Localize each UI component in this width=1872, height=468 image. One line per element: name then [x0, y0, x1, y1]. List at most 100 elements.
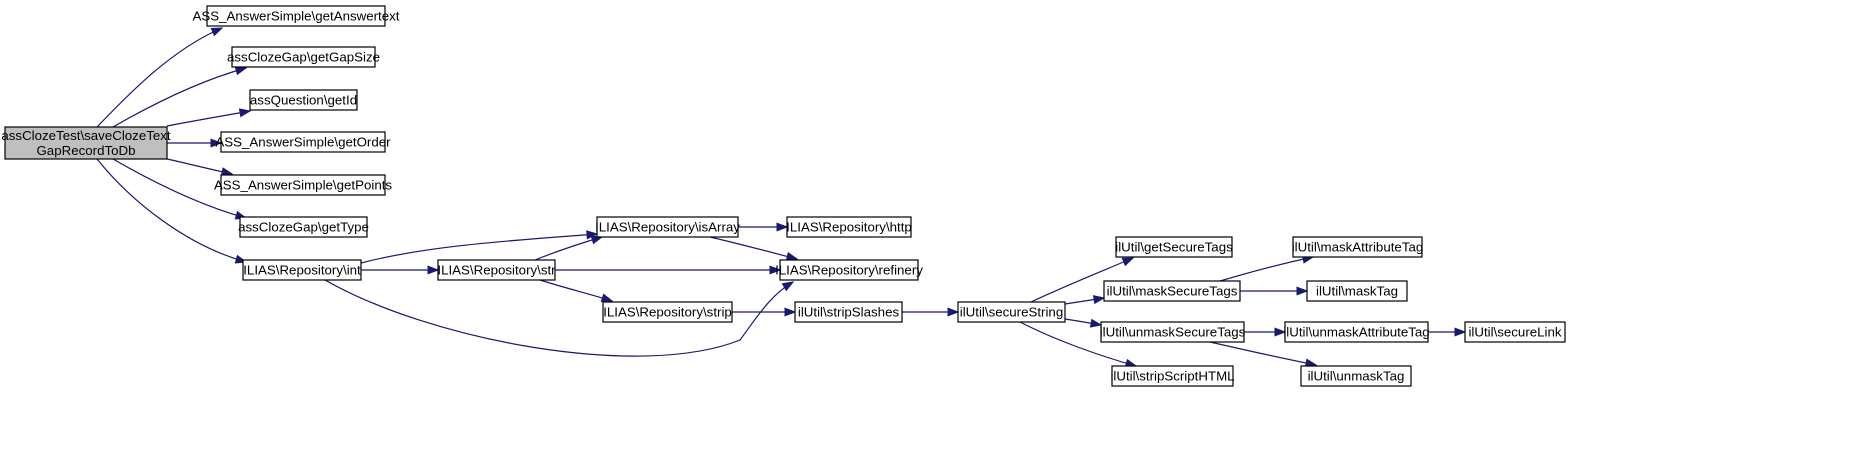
edge-isArray-to-refinery: [709, 236, 799, 261]
node-box: [1100, 321, 1245, 343]
edge-str-to-refinery: [555, 265, 782, 275]
call-nodes: assClozeTest\saveClozeTextGapRecordToDbA…: [1, 5, 1566, 387]
node-box: [231, 46, 376, 68]
node-label: ilUtil\stripSlashes: [798, 305, 900, 320]
node-box: [206, 5, 386, 27]
node-label: ILIAS\Repository\refinery: [775, 263, 923, 278]
node-label: ILIAS\Repository\http: [786, 220, 912, 235]
edge-str-to-isArray: [534, 235, 604, 261]
edge-root-to-getOrder: [166, 138, 223, 148]
node-label: ilUtil\maskTag: [1316, 284, 1398, 299]
edge-line: [539, 279, 613, 302]
arrow-head-icon: [785, 251, 799, 261]
node-label: GapRecordToDb: [36, 143, 135, 158]
node-getPoints[interactable]: ASS_AnswerSimple\getPoints: [214, 174, 392, 196]
node-box: [779, 259, 919, 281]
edge-secureString-to-unmaskSecureTags: [1064, 318, 1103, 328]
node-isArray[interactable]: ILIAS\Repository\isArray: [595, 216, 740, 238]
node-getGapSize[interactable]: assClozeGap\getGapSize: [227, 46, 380, 68]
node-box: [1292, 236, 1423, 258]
node-box: [1284, 321, 1429, 343]
node-strip[interactable]: ILIAS\Repository\strip: [602, 301, 733, 323]
node-label: ASS_AnswerSimple\getPoints: [214, 178, 392, 193]
node-maskSecureTags[interactable]: ilUtil\maskSecureTags: [1103, 280, 1241, 302]
node-stripSlashes[interactable]: ilUtil\stripSlashes: [794, 301, 903, 323]
edge-root-to-getPoints: [166, 158, 234, 177]
arrow-head-icon: [1296, 286, 1309, 296]
node-box: [4, 126, 168, 160]
node-label: ilUtil\unmaskTag: [1308, 369, 1405, 384]
node-getAnswertext[interactable]: ASS_AnswerSimple\getAnswertext: [193, 5, 400, 27]
arrow-head-icon: [947, 307, 960, 317]
node-label: ilUtil\stripScriptHTML: [1110, 369, 1234, 384]
node-label: ilUtil\getSecureTags: [1115, 240, 1233, 255]
edge-unmaskSecureTags-to-unmaskAttributeTag: [1244, 327, 1287, 337]
arrow-head-icon: [600, 293, 614, 303]
node-box: [1111, 365, 1234, 387]
node-box: [249, 89, 358, 111]
node-secureLink[interactable]: ilUtil\secureLink: [1464, 321, 1566, 343]
arrow-head-icon: [234, 66, 248, 76]
node-box: [1103, 280, 1241, 302]
edge-str-to-strip: [539, 279, 614, 303]
node-box: [1464, 321, 1566, 343]
edge-line: [112, 158, 247, 219]
edge-root-to-getAnswertext: [96, 27, 224, 128]
node-label: assClozeTest\saveClozeText: [1, 128, 171, 143]
edge-unmaskSecureTags-to-unmaskTag: [1209, 341, 1318, 368]
node-box: [1300, 365, 1412, 387]
node-box: [794, 301, 903, 323]
edge-line: [1209, 341, 1317, 366]
node-str[interactable]: ILIAS\Repository\str: [437, 259, 556, 281]
edge-line: [360, 233, 598, 264]
node-label: ILIAS\Repository\strip: [603, 305, 732, 320]
edge-maskSecureTags-to-maskTag: [1239, 286, 1309, 296]
node-label: ilUtil\maskSecureTags: [1107, 284, 1238, 299]
node-label: ASS_AnswerSimple\getAnswertext: [193, 9, 400, 24]
node-box: [220, 131, 386, 153]
edge-line: [534, 236, 603, 261]
edge-line: [709, 236, 798, 260]
node-maskTag[interactable]: ilUtil\maskTag: [1306, 280, 1408, 302]
edge-root-to-getGapSize: [112, 66, 248, 128]
node-http[interactable]: ILIAS\Repository\http: [786, 216, 912, 238]
edge-line: [324, 279, 794, 357]
arrow-head-icon: [1089, 318, 1103, 328]
node-secureString[interactable]: ilUtil\secureString: [957, 301, 1066, 323]
node-label: ILIAS\Repository\str: [437, 263, 556, 278]
node-label: assClozeGap\getGapSize: [227, 50, 380, 65]
node-int[interactable]: ILIAS\Repository\int: [242, 259, 362, 281]
node-label: assClozeGap\getType: [238, 220, 369, 235]
node-refinery[interactable]: ILIAS\Repository\refinery: [775, 259, 923, 281]
arrow-head-icon: [1092, 295, 1106, 305]
edge-isArray-to-http: [737, 222, 789, 232]
node-maskAttributeTag[interactable]: ilUtil\maskAttributeTag: [1292, 236, 1424, 258]
node-getType[interactable]: assClozeGap\getType: [238, 216, 369, 238]
node-box: [602, 301, 733, 323]
node-getSecureTags[interactable]: ilUtil\getSecureTags: [1115, 236, 1233, 258]
node-box: [437, 259, 556, 281]
node-getOrder[interactable]: ASS_AnswerSimple\getOrder: [215, 131, 391, 153]
node-unmaskTag[interactable]: ilUtil\unmaskTag: [1300, 365, 1412, 387]
edge-secureString-to-maskSecureTags: [1064, 295, 1106, 305]
node-box: [242, 259, 362, 281]
node-label: ilUtil\secureString: [960, 305, 1063, 320]
node-stripScriptHTML[interactable]: ilUtil\stripScriptHTML: [1110, 365, 1235, 387]
edge-int-to-str: [361, 265, 440, 275]
edge-root-to-getId: [166, 108, 252, 127]
node-getId[interactable]: assQuestion\getId: [249, 89, 358, 111]
arrow-head-icon: [427, 265, 440, 275]
node-box: [220, 174, 386, 196]
node-unmaskSecureTags[interactable]: ilUtil\unmaskSecureTags: [1100, 321, 1246, 343]
edge-line: [1019, 321, 1137, 367]
edge-secureString-to-getSecureTags: [1030, 257, 1135, 303]
arrow-head-icon: [1274, 327, 1287, 337]
node-label: ILIAS\Repository\int: [243, 263, 361, 278]
arrow-head-icon: [784, 307, 797, 317]
arrow-head-icon: [210, 27, 224, 37]
edge-stripSlashes-to-secureString: [901, 307, 960, 317]
node-label: ilUtil\maskAttributeTag: [1292, 240, 1424, 255]
arrow-head-icon: [781, 281, 795, 292]
node-unmaskAttributeTag[interactable]: ilUtil\unmaskAttributeTag: [1283, 321, 1430, 343]
